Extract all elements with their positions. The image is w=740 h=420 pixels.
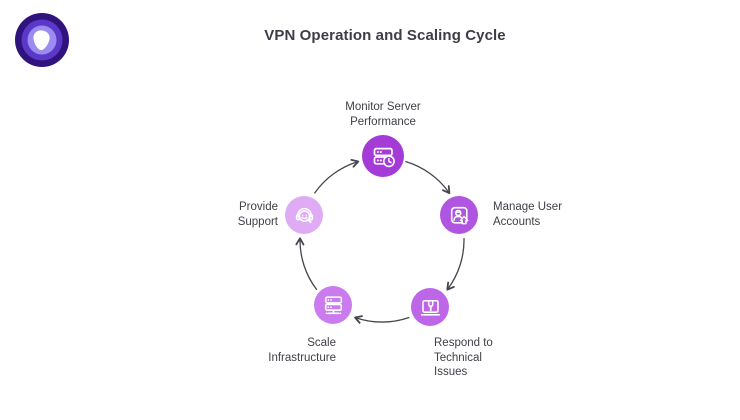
arrow-monitor-to-manage bbox=[405, 160, 451, 195]
label-provide-support: Provide Support bbox=[237, 201, 278, 228]
user-upload-icon bbox=[450, 206, 468, 224]
node-monitor-server-performance bbox=[362, 135, 404, 177]
node-respond-technical-issues bbox=[411, 288, 449, 326]
node-manage-user-accounts bbox=[440, 196, 478, 234]
server-rack-icon bbox=[324, 295, 342, 314]
arrow-respond-to-scale bbox=[354, 315, 410, 324]
arrow-manage-to-respond bbox=[446, 237, 465, 291]
label-monitor-server-performance: Monitor Server Performance bbox=[345, 101, 421, 128]
vpn-brand-icon bbox=[15, 13, 69, 67]
laptop-wrench-icon bbox=[420, 299, 440, 316]
headset-icon bbox=[295, 207, 313, 223]
node-provide-support bbox=[285, 196, 323, 234]
page-title: VPN Operation and Scaling Cycle bbox=[264, 27, 506, 44]
label-scale-infrastructure: Scale Infrastructure bbox=[268, 337, 336, 364]
brand-logo bbox=[14, 12, 70, 68]
arrow-provide-to-monitor bbox=[314, 158, 360, 194]
server-clock-icon bbox=[373, 147, 395, 167]
node-scale-infrastructure bbox=[314, 286, 352, 324]
arrow-scale-to-provide bbox=[295, 237, 318, 291]
label-respond-technical-issues: Respond to Technical Issues bbox=[434, 337, 493, 378]
label-manage-user-accounts: Manage User Accounts bbox=[493, 201, 563, 228]
